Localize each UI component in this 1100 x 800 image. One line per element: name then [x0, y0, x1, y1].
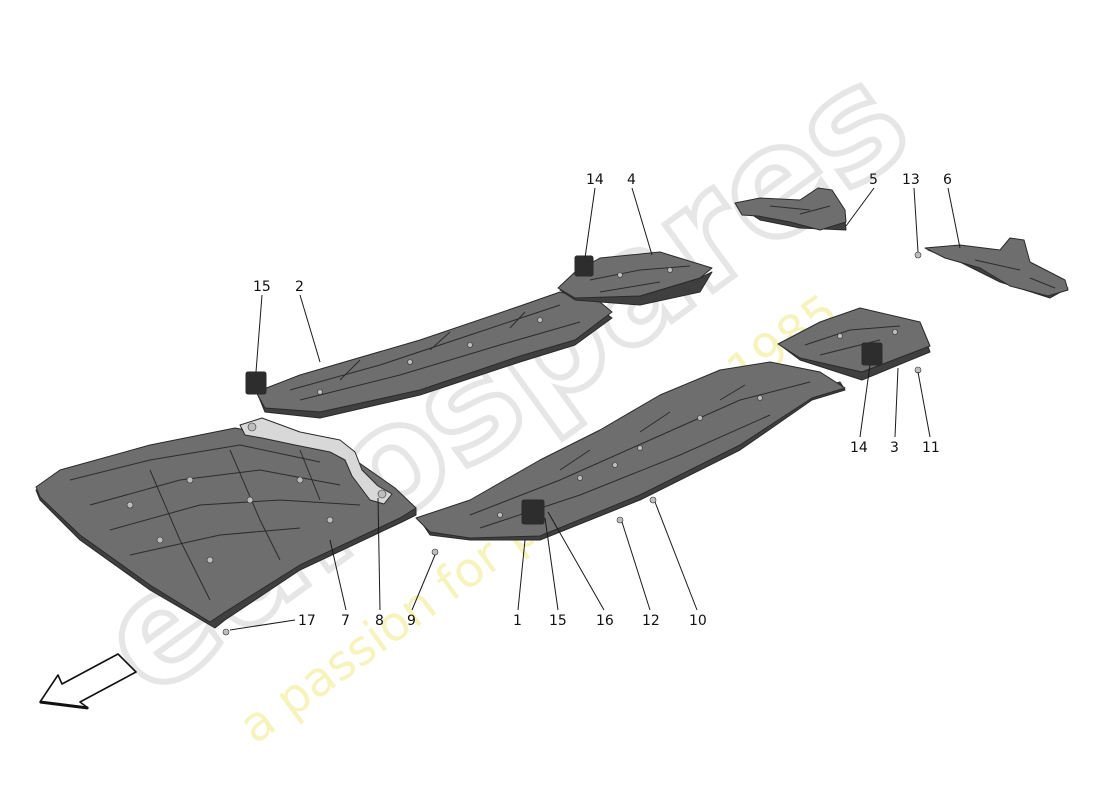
callout-14-upper: 14: [586, 172, 604, 188]
callout-5: 5: [869, 172, 878, 188]
callout-1: 1: [513, 613, 522, 629]
callout-15-lower: 15: [549, 613, 567, 629]
callout-10: 10: [689, 613, 707, 629]
fixing-pad-15-lower: [521, 499, 545, 525]
leader-lines: [229, 187, 961, 631]
callout-3: 3: [890, 440, 899, 456]
callout-16: 16: [596, 613, 614, 629]
callout-6: 6: [943, 172, 952, 188]
fixing-pad-14-right: [861, 342, 883, 366]
callout-labels: 14 4 5 13 6 15 2 14 3 11 17 7 8 9 1 15 1…: [253, 172, 952, 629]
callout-9: 9: [407, 613, 416, 629]
callout-17: 17: [298, 613, 316, 629]
part-7-front-undertray: [35, 427, 417, 629]
front-direction-arrow-icon: [39, 653, 137, 710]
screw-17: [222, 628, 230, 636]
fixing-pad-15-left: [245, 371, 267, 395]
callout-8: 8: [375, 613, 384, 629]
fixing-pad-14-upper: [574, 255, 594, 277]
callout-13: 13: [902, 172, 920, 188]
part-8-bracket: [239, 417, 393, 505]
callout-14-right: 14: [850, 440, 868, 456]
callout-11: 11: [922, 440, 940, 456]
part-2-long-panel: [255, 291, 613, 419]
callout-7: 7: [341, 613, 350, 629]
callout-12: 12: [642, 613, 660, 629]
part-5-upper-cover: [734, 187, 847, 231]
part-6-long-cover: [924, 237, 1069, 299]
part-3-right-panel: [777, 307, 931, 381]
callout-4: 4: [627, 172, 636, 188]
screw-9: [431, 548, 439, 556]
part-4-upper-panel: [557, 251, 713, 306]
screw-13: [914, 251, 922, 259]
screw-12: [616, 516, 624, 524]
screw-10: [649, 496, 657, 504]
callout-15-left: 15: [253, 279, 271, 295]
callout-2: 2: [295, 279, 304, 295]
